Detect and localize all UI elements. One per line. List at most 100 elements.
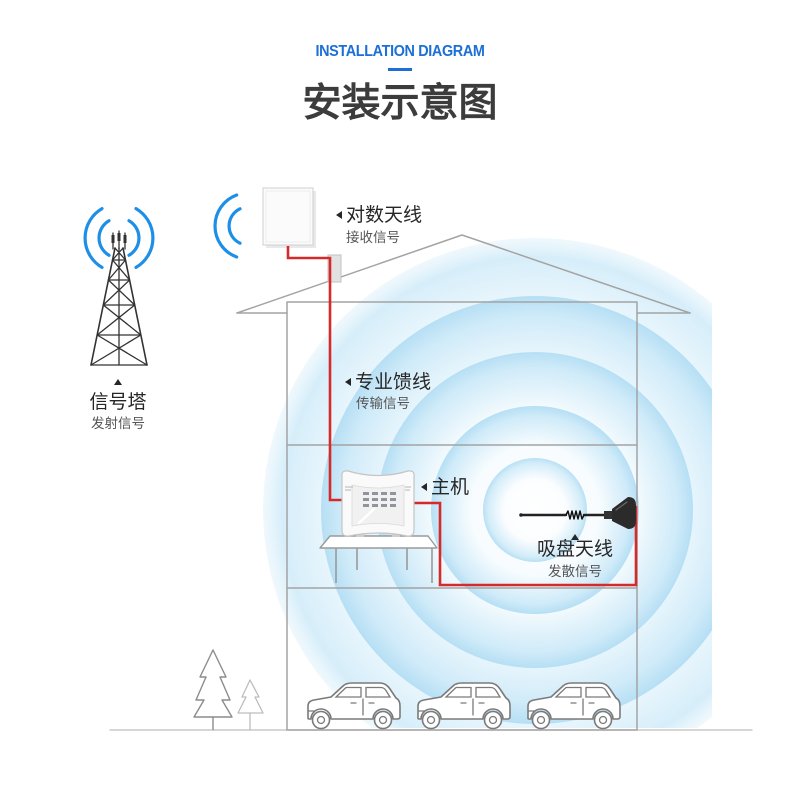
tower-wave-right-inner bbox=[127, 219, 141, 257]
tower-legs bbox=[90, 247, 148, 366]
diagram-title-en: INSTALLATION DIAGRAM bbox=[315, 43, 485, 60]
car-hub bbox=[536, 715, 546, 725]
car-details bbox=[527, 698, 595, 716]
car-icon bbox=[307, 682, 401, 730]
signal-booster-icon bbox=[341, 470, 415, 537]
car-rear-window bbox=[365, 686, 392, 698]
tree-small-foliage bbox=[237, 679, 264, 714]
car-hub bbox=[598, 715, 608, 725]
car-rear-window bbox=[475, 686, 502, 698]
feeder-cable-outdoor bbox=[286, 246, 342, 502]
car-wheel-front bbox=[531, 710, 551, 730]
panel-antenna-bezel bbox=[265, 190, 311, 243]
tower-antenna-panel bbox=[117, 233, 121, 241]
car-body bbox=[307, 682, 401, 720]
suction-antenna-function: 发散信号 bbox=[548, 564, 602, 580]
car-wheel-front bbox=[311, 710, 331, 730]
indicator-light bbox=[372, 498, 378, 501]
car-body bbox=[417, 682, 511, 720]
indicator-light bbox=[381, 498, 387, 501]
car-wheel-rear bbox=[483, 710, 503, 730]
pointer-left-icon bbox=[345, 378, 351, 386]
tower-signal-wave-icon bbox=[83, 207, 155, 269]
car-rear-window bbox=[585, 686, 612, 698]
car-wheel-rear bbox=[373, 710, 393, 730]
indicator-light bbox=[390, 504, 396, 507]
panel-antenna-icon bbox=[262, 187, 342, 283]
indicator-light bbox=[390, 498, 396, 501]
car-details bbox=[307, 698, 375, 716]
whip-neck bbox=[604, 511, 614, 519]
coverage-ring-core bbox=[483, 458, 587, 562]
tower-wave-right-outer bbox=[134, 207, 155, 269]
car-hub bbox=[488, 715, 498, 725]
tower-wave-left-inner bbox=[97, 219, 111, 257]
car-icon bbox=[417, 682, 511, 730]
pointer-left-icon bbox=[336, 211, 342, 219]
table-top bbox=[319, 535, 438, 549]
suction-base-highlight bbox=[615, 501, 628, 511]
booster-foot bbox=[356, 533, 364, 537]
indicator-light bbox=[372, 492, 378, 495]
car-hub bbox=[378, 715, 388, 725]
feeder-cable-indoor bbox=[414, 501, 638, 587]
booster-label: 主机 bbox=[431, 476, 470, 498]
tower-label: 信号塔 bbox=[89, 391, 147, 413]
indicator-light bbox=[363, 504, 369, 507]
panel-wave-outer bbox=[213, 193, 239, 259]
title-underline bbox=[388, 68, 412, 71]
car-front-window bbox=[554, 686, 582, 698]
panel-antenna-function: 接收信号 bbox=[346, 230, 400, 246]
car-wheel-front bbox=[421, 710, 441, 730]
cell-tower-icon bbox=[90, 230, 148, 366]
tower-antenna-panel bbox=[123, 235, 127, 243]
tower-crossbars bbox=[90, 259, 148, 366]
pointer-left-icon bbox=[421, 483, 427, 491]
car-details bbox=[417, 698, 485, 716]
car-front-window bbox=[334, 686, 362, 698]
pointer-up-icon bbox=[571, 534, 579, 540]
diagram-title-cn: 安装示意图 bbox=[302, 81, 498, 126]
table-legs bbox=[335, 548, 433, 583]
whip-antenna-icon bbox=[519, 497, 636, 529]
whip-tip bbox=[519, 513, 523, 517]
indicator-light bbox=[363, 498, 369, 501]
feeder-cable-function: 传输信号 bbox=[356, 396, 410, 412]
feeder-cable-label: 专业馈线 bbox=[355, 371, 432, 393]
car-hub bbox=[426, 715, 436, 725]
booster-foot bbox=[392, 533, 400, 537]
panel-antenna-body bbox=[262, 187, 314, 246]
indicator-light bbox=[381, 504, 387, 507]
table bbox=[319, 535, 438, 583]
car-hub bbox=[316, 715, 326, 725]
panel-antenna-label: 对数天线 bbox=[346, 204, 423, 226]
tree-icon bbox=[237, 679, 264, 730]
panel-wave-inner bbox=[227, 207, 242, 245]
booster-indicator-grid bbox=[363, 492, 396, 507]
car-body bbox=[527, 682, 621, 720]
pointer-up-icon bbox=[114, 379, 122, 385]
booster-shine bbox=[357, 507, 376, 525]
booster-port-marks bbox=[345, 486, 411, 491]
house-roof bbox=[236, 234, 691, 314]
indicator-light bbox=[390, 492, 396, 495]
car-wheel-rear bbox=[593, 710, 613, 730]
tower-antenna-panel bbox=[111, 235, 115, 243]
car-front-window bbox=[444, 686, 472, 698]
tower-wave-left-outer bbox=[83, 207, 104, 269]
whip-coil bbox=[565, 510, 585, 520]
indicator-light bbox=[363, 492, 369, 495]
indicator-light bbox=[372, 504, 378, 507]
suction-antenna-label: 吸盘天线 bbox=[536, 538, 613, 560]
indicator-light bbox=[381, 492, 387, 495]
tower-function: 发射信号 bbox=[91, 416, 145, 432]
suction-cup-base bbox=[612, 497, 636, 529]
signal-coverage-glow bbox=[263, 238, 712, 728]
panel-signal-wave-icon bbox=[213, 193, 242, 259]
tree-icon bbox=[193, 649, 233, 730]
car-icon bbox=[527, 682, 621, 730]
tree-large-foliage bbox=[193, 649, 233, 718]
tower-bracing bbox=[90, 247, 148, 366]
